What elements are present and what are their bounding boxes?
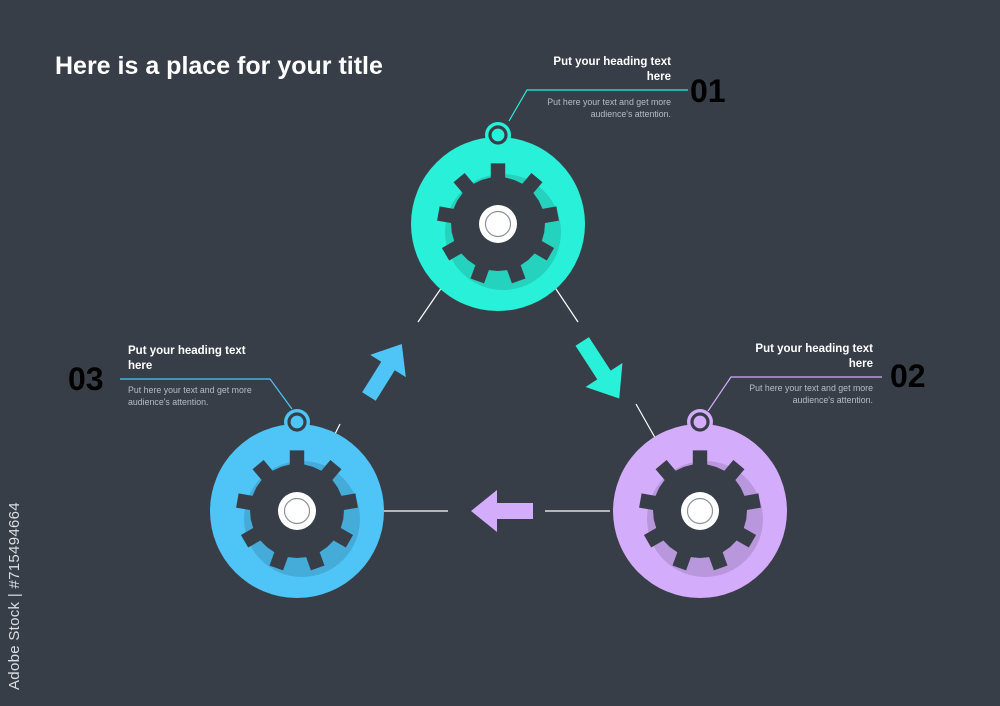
- step-3-text: Put here your text and get more audience…: [128, 385, 252, 407]
- step-2-gear-hub: [681, 492, 719, 530]
- step-1-gear-hub: [479, 205, 517, 243]
- step-1-knob-ring: [488, 125, 508, 145]
- step-2-knob-ring: [690, 412, 710, 432]
- arrow-step2-to-step3: [471, 490, 533, 532]
- step-1-text: Put here your text and get more audience…: [547, 97, 671, 119]
- step-1-node: [411, 122, 585, 311]
- leader-line-step2: [707, 376, 882, 412]
- step-1-heading: Put your heading text here: [553, 56, 671, 83]
- step-3-heading: Put your heading text here: [128, 345, 246, 372]
- step-3-number: 03: [68, 361, 104, 397]
- watermark-text: Adobe Stock | #715494664: [6, 502, 23, 690]
- arrow-step3-to-step1: [362, 343, 406, 401]
- step-2-gear-hub-ring: [686, 497, 714, 525]
- step-3-gear-hub: [278, 492, 316, 530]
- step-1-number: 01: [690, 73, 726, 109]
- page-title: Here is a place for your title: [55, 52, 383, 80]
- step-3-gear-hub-ring: [283, 497, 311, 525]
- step-3-node: [210, 409, 384, 598]
- arrow-step1-to-step2: [575, 337, 623, 399]
- leader-line-step3: [120, 378, 293, 410]
- step-2-heading: Put your heading text here: [755, 343, 873, 370]
- leader-line-step1: [508, 89, 688, 122]
- step-2-node: [613, 409, 787, 598]
- step-2-text: Put here your text and get more audience…: [749, 383, 873, 405]
- step-1-gear-hub-ring: [484, 210, 512, 238]
- step-2-number: 02: [890, 358, 926, 394]
- step-3-knob-ring: [287, 412, 307, 432]
